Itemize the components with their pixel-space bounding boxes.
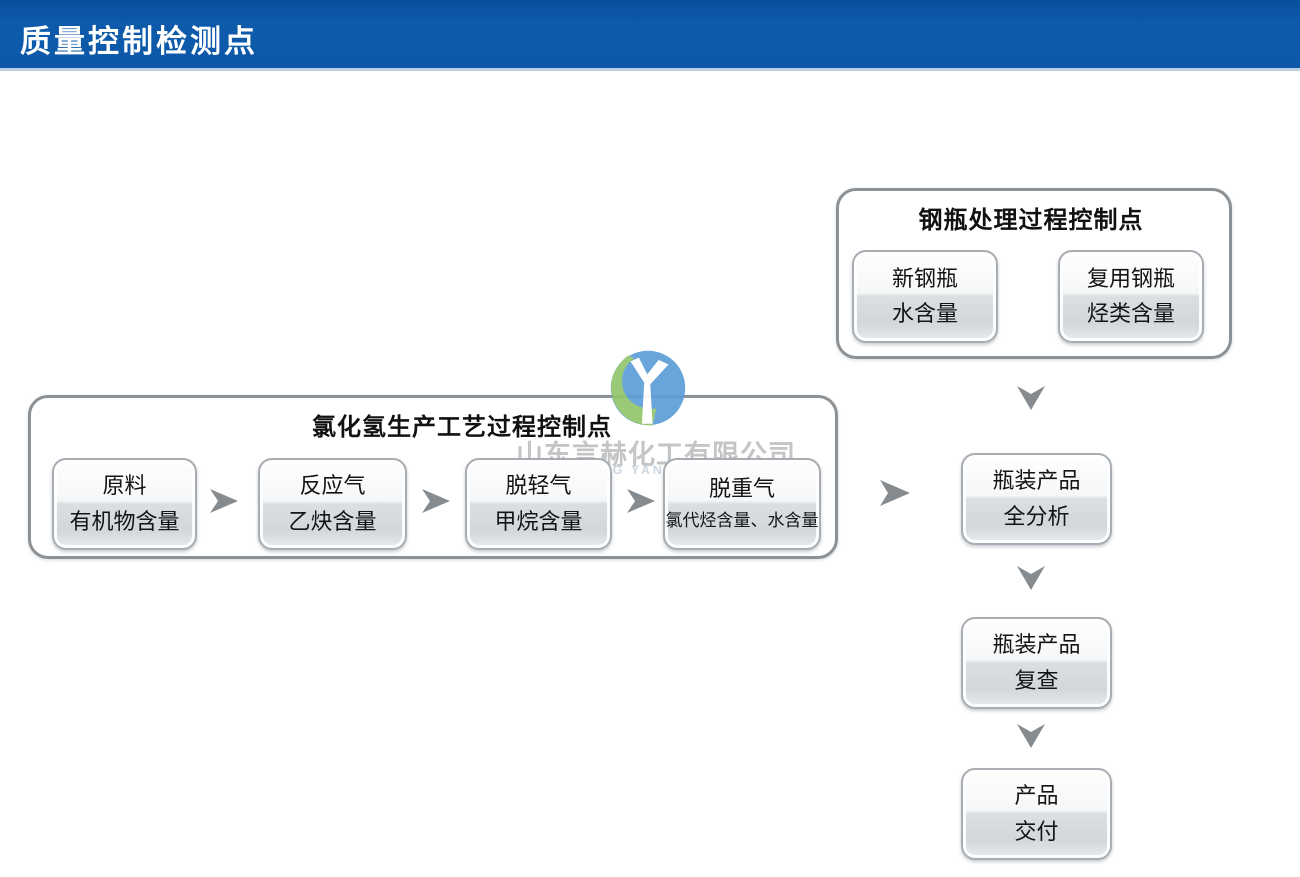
node-line2: 烃类含量	[1086, 301, 1175, 326]
node-line1: 脱重气	[708, 476, 775, 502]
app-header: 质量控制检测点	[0, 0, 1300, 71]
node-line2: 全分析	[1003, 503, 1070, 529]
node-reaction-gas: 反应气 乙炔含量	[258, 458, 407, 550]
node-reused-cylinder: 复用钢瓶 烃类含量	[1058, 250, 1204, 343]
flow-arrow-right-icon	[422, 489, 450, 513]
node-new-cylinder: 新钢瓶 水含量	[852, 250, 998, 343]
node-product-delivery: 产品 交付	[961, 768, 1112, 860]
node-line2: 乙炔含量	[288, 508, 377, 534]
node-raw-material: 原料 有机物含量	[52, 458, 197, 550]
flow-arrow-down-icon	[1017, 566, 1045, 590]
page-title: 质量控制检测点	[20, 24, 258, 59]
flow-arrow-down-icon	[1017, 724, 1045, 748]
process-group-title: 氯化氢生产工艺过程控制点	[312, 414, 612, 441]
node-line1: 反应气	[299, 473, 366, 499]
node-bottled-full-analysis: 瓶装产品 全分析	[961, 453, 1112, 545]
flow-arrow-right-icon	[210, 489, 238, 513]
node-line2: 复查	[1014, 667, 1059, 693]
node-bottled-recheck: 瓶装产品 复查	[961, 617, 1112, 709]
node-line2: 氯代烃含量、水含量	[665, 511, 819, 531]
node-line1: 原料	[102, 473, 147, 499]
node-line1: 新钢瓶	[891, 265, 958, 291]
node-delight-gas: 脱轻气 甲烷含量	[465, 458, 612, 550]
node-line2: 有机物含量	[69, 508, 180, 534]
flow-arrow-down-icon	[1017, 386, 1045, 410]
node-line1: 复用钢瓶	[1086, 265, 1175, 291]
node-line1: 瓶装产品	[992, 468, 1081, 494]
node-line1: 产品	[1014, 783, 1059, 809]
flow-arrow-right-icon	[627, 489, 655, 513]
node-line1: 脱轻气	[505, 473, 572, 499]
node-line2: 甲烷含量	[494, 508, 583, 534]
cylinder-group-title: 钢瓶处理过程控制点	[918, 207, 1144, 234]
flow-arrow-right-icon	[880, 480, 910, 506]
company-logo-icon	[610, 350, 686, 426]
node-deheavy-gas: 脱重气 氯代烃含量、水含量	[663, 458, 821, 550]
node-line2: 水含量	[891, 301, 958, 326]
node-line1: 瓶装产品	[992, 632, 1081, 658]
node-line2: 交付	[1014, 818, 1059, 844]
